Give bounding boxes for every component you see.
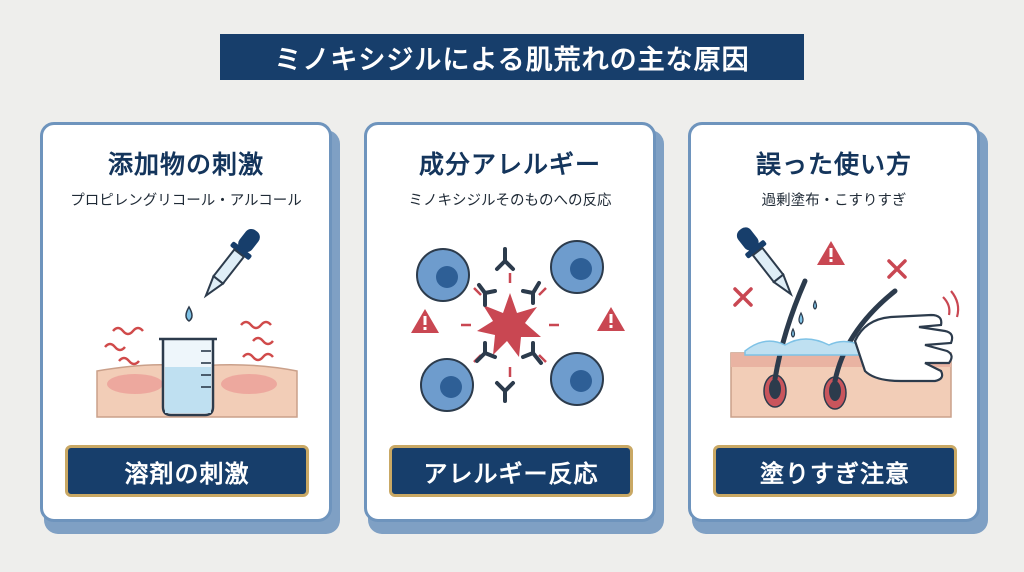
x-mark-icon xyxy=(887,259,907,279)
beaker-liquid xyxy=(165,367,211,413)
excess-liquid xyxy=(744,338,866,356)
card-subtitle: 過剰塗布・こすりすぎ xyxy=(761,193,907,209)
droplet xyxy=(790,299,818,338)
card-subtitle: プロピレングリコール・アルコール xyxy=(70,193,302,209)
irritation-spot xyxy=(221,374,277,394)
rubbing-hand xyxy=(853,313,954,383)
reaction-burst xyxy=(477,293,541,357)
dropper xyxy=(736,227,794,297)
hair-follicle xyxy=(823,288,898,410)
warning-icon xyxy=(817,241,845,265)
antibody xyxy=(475,247,543,403)
cause-label-button: 塗りすぎ注意 xyxy=(713,445,957,497)
card-allergy: 成分アレルギー ミノキシジルそのものへの反応 xyxy=(364,122,656,522)
droplet xyxy=(185,305,193,322)
page-title: ミノキシジルによる肌荒れの主な原因 xyxy=(220,34,804,80)
hair-follicle xyxy=(763,278,808,408)
card-heading: 誤った使い方 xyxy=(755,150,912,179)
card-heading: 成分アレルギー xyxy=(418,150,601,179)
warning-icon xyxy=(597,307,625,331)
dropper xyxy=(203,228,260,299)
warning-icon xyxy=(411,309,439,333)
dropper-beaker-illustration xyxy=(96,228,298,418)
card-subtitle: ミノキシジルそのものへの反応 xyxy=(408,193,612,209)
x-mark-icon xyxy=(733,287,753,307)
card-misuse: 誤った使い方 過剰塗布・こすりすぎ xyxy=(688,122,980,522)
misuse-illustration xyxy=(730,227,960,418)
irritation-lines xyxy=(104,320,274,366)
motion-lines xyxy=(942,290,960,318)
irritation-spot xyxy=(107,374,163,394)
immune-cell xyxy=(416,240,604,412)
allergy-illustration xyxy=(411,240,625,412)
card-heading: 添加物の刺激 xyxy=(107,150,264,179)
card-additives: 添加物の刺激 プロピレングリコール・アルコール xyxy=(40,122,332,522)
cause-label-button: アレルギー反応 xyxy=(389,445,633,497)
cause-label-button: 溶剤の刺激 xyxy=(65,445,309,497)
